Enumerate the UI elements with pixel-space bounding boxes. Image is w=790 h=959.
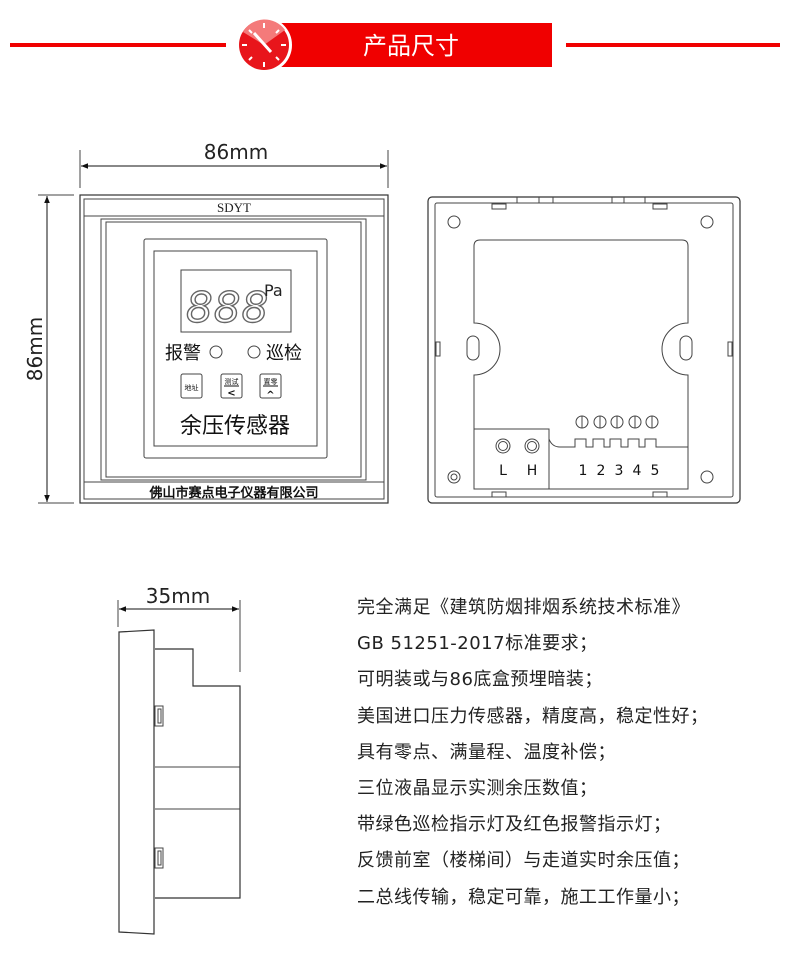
pressure-port-h (524, 438, 540, 454)
terminal-label: 1 (579, 463, 588, 479)
pressure-port-l (495, 438, 511, 454)
front-view: SDYT 888 Pa 报警 巡检 地址 测试 < 置零 ^ 余压传感器 佛山市… (79, 194, 389, 504)
svg-text:^: ^ (266, 390, 274, 401)
patrol-indicator (247, 345, 261, 359)
feature-item: 具有零点、满量程、温度补偿； (357, 741, 616, 763)
terminal-label: 2 (597, 463, 606, 479)
side-view (118, 629, 241, 935)
feature-list: 完全满足《建筑防烟排烟系统技术标准》 GB 51251-2017标准要求； 可明… (357, 594, 709, 920)
svg-text:地址: 地址 (185, 383, 199, 392)
unit-label: Pa (264, 281, 283, 300)
terminal-label: 5 (651, 463, 660, 479)
svg-text:测试: 测试 (225, 377, 239, 386)
terminal-label: 4 (633, 463, 642, 479)
depth-label: 35mm (146, 584, 210, 608)
zero-button[interactable]: 置零 ^ (259, 373, 282, 401)
feature-item: GB 51251-2017标准要求； (357, 633, 598, 655)
gauge-icon (236, 17, 292, 73)
section-header: 产品尺寸 (10, 17, 780, 73)
back-view: L H 1 2 3 4 5 (427, 196, 741, 504)
port-label-h: H (527, 463, 538, 479)
header-rule-left (10, 43, 226, 47)
port-label-l: L (499, 463, 507, 479)
width-dimension: 86mm (79, 140, 389, 188)
height-label: 86mm (23, 317, 47, 381)
feature-item: 完全满足《建筑防烟排烟系统技术标准》 (357, 597, 690, 618)
width-label: 86mm (204, 140, 268, 164)
terminal-label: 3 (615, 463, 624, 479)
svg-text:<: < (227, 388, 235, 399)
terminal-screws (575, 415, 659, 429)
feature-item: 美国进口压力传感器，精度高，稳定性好； (357, 705, 709, 727)
feature-item: 可明装或与86底盒预埋暗装； (357, 669, 603, 691)
feature-item: 二总线传输，稳定可靠，施工工作量小； (357, 886, 690, 908)
alarm-label: 报警 (165, 343, 201, 364)
brand-label: SDYT (217, 200, 251, 215)
feature-item: 三位液晶显示实测余压数值； (357, 777, 598, 799)
feature-item: 带绿色巡检指示灯及红色报警指示灯； (357, 814, 672, 836)
svg-text:置零: 置零 (264, 378, 278, 386)
header-title: 产品尺寸 (363, 32, 459, 60)
lcd-display (180, 269, 292, 333)
address-button[interactable]: 地址 (180, 373, 203, 399)
product-name: 余压传感器 (180, 414, 290, 439)
lcd-digits: 888 (186, 283, 269, 332)
test-button[interactable]: 测试 < (220, 373, 243, 399)
header-rule-right (566, 43, 780, 47)
patrol-label: 巡检 (266, 343, 302, 364)
header-banner (270, 23, 552, 67)
company-name: 佛山市赛点电子仪器有限公司 (148, 485, 318, 501)
depth-dimension: 35mm (117, 584, 241, 672)
height-dimension: 86mm (23, 194, 74, 504)
feature-item: 反馈前室（楼梯间）与走道实时余压值； (357, 850, 690, 872)
alarm-indicator (209, 345, 223, 359)
